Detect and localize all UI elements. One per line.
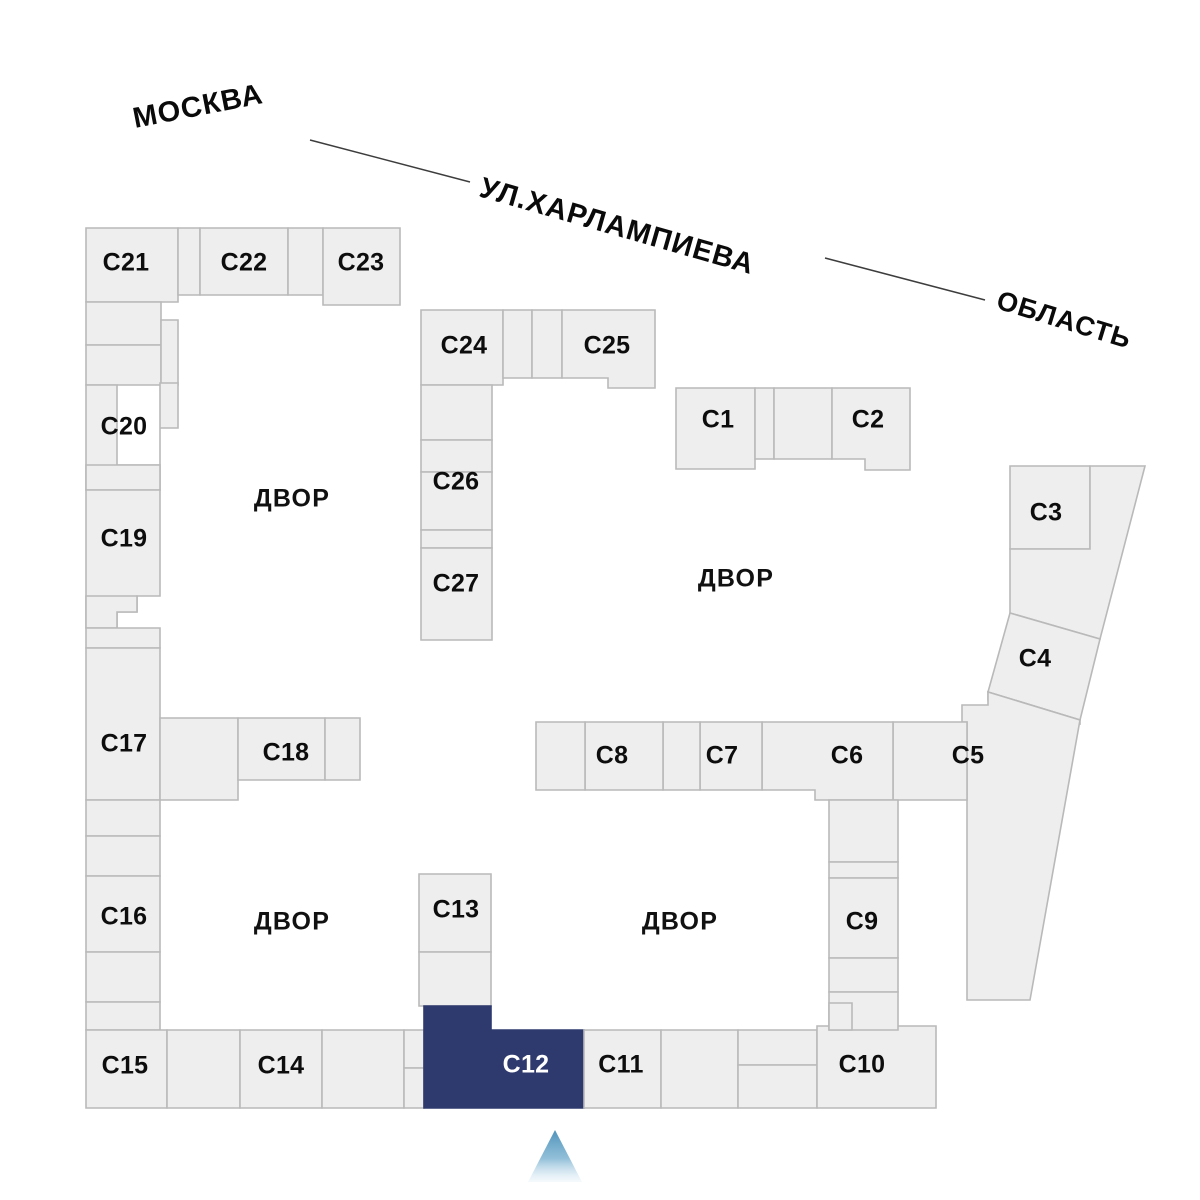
- building-c16-upper2[interactable]: [85, 835, 161, 877]
- building-c1-east[interactable]: [754, 387, 775, 460]
- building-c6[interactable]: [761, 721, 894, 801]
- building-label-c24: С24: [441, 332, 488, 360]
- building-c24-east2[interactable]: [531, 309, 563, 379]
- building-c10-west-top[interactable]: [737, 1029, 818, 1066]
- building-label-c3: С3: [1030, 499, 1063, 527]
- building-c13-lower[interactable]: [418, 951, 492, 1007]
- building-c9-lower[interactable]: [828, 957, 899, 993]
- building-label-c27: С27: [433, 570, 480, 598]
- yard-label-yard-ne: ДВОР: [698, 565, 774, 593]
- building-c21-strip-a[interactable]: [85, 301, 162, 346]
- buildings-group: [85, 227, 1147, 1109]
- building-c14-east[interactable]: [321, 1029, 405, 1109]
- building-label-c6: С6: [831, 742, 864, 770]
- building-c8[interactable]: [535, 721, 586, 791]
- building-c20-strip[interactable]: [85, 464, 161, 491]
- building-c16-lower2[interactable]: [85, 1001, 161, 1031]
- building-c26-lower[interactable]: [420, 529, 493, 549]
- building-c16-lower[interactable]: [85, 951, 161, 1003]
- building-c26-upper[interactable]: [420, 384, 493, 441]
- building-label-c18: С18: [263, 739, 310, 767]
- street-label-oblast: ОБЛАСТЬ: [993, 285, 1135, 354]
- leader-moskva: [309, 139, 471, 183]
- building-c21[interactable]: [85, 227, 179, 303]
- street-label-ul-harlampieva: УЛ.ХАРЛАМПИЕВА: [476, 172, 758, 281]
- building-label-c14: С14: [258, 1052, 305, 1080]
- building-label-c9: С9: [846, 908, 879, 936]
- building-label-c25: С25: [584, 332, 631, 360]
- building-c10-west-bot[interactable]: [737, 1064, 818, 1109]
- leader-lines-group: [309, 139, 986, 301]
- yard-label-yard-se: ДВОР: [642, 908, 718, 936]
- building-c16-upper[interactable]: [85, 799, 161, 837]
- building-label-c2: С2: [852, 406, 885, 434]
- building-c21-jog[interactable]: [160, 319, 179, 386]
- building-label-c26: С26: [433, 468, 480, 496]
- building-c27[interactable]: [420, 547, 493, 641]
- building-c19-step[interactable]: [85, 595, 138, 629]
- building-c25[interactable]: [561, 309, 656, 389]
- building-c7[interactable]: [662, 721, 701, 791]
- building-label-c16: С16: [101, 903, 148, 931]
- yard-labels-group: ДВОР ДВОР ДВОР ДВОР: [254, 485, 774, 936]
- building-label-c17: С17: [101, 730, 148, 758]
- building-label-c23: С23: [338, 249, 385, 277]
- building-label-c21: С21: [103, 249, 150, 277]
- building-c9-top[interactable]: [828, 799, 899, 863]
- building-c22-b[interactable]: [287, 227, 324, 296]
- building-label-c5: С5: [952, 742, 985, 770]
- building-label-c11: С11: [598, 1051, 643, 1079]
- building-label-c7: С7: [706, 742, 739, 770]
- building-label-c15: С15: [102, 1052, 149, 1080]
- building-c17-east[interactable]: [159, 717, 239, 801]
- leader-oblast: [824, 257, 986, 301]
- building-label-c12: С12: [503, 1051, 550, 1079]
- building-label-c20: С20: [101, 413, 148, 441]
- building-label-c10: С10: [839, 1051, 886, 1079]
- building-c23[interactable]: [322, 227, 401, 306]
- building-c22-a[interactable]: [177, 227, 201, 296]
- building-label-c19: С19: [101, 525, 148, 553]
- building-c19-lower[interactable]: [85, 627, 161, 649]
- building-c14-east2-top[interactable]: [403, 1029, 425, 1069]
- building-c17[interactable]: [85, 647, 161, 801]
- yard-label-yard-nw: ДВОР: [254, 485, 330, 513]
- building-c18-east[interactable]: [324, 717, 361, 781]
- building-c2[interactable]: [831, 387, 911, 471]
- building-c24[interactable]: [420, 309, 504, 386]
- location-marker[interactable]: [528, 1130, 582, 1182]
- building-c1-east2[interactable]: [773, 387, 833, 460]
- building-label-c4: С4: [1019, 645, 1052, 673]
- building-c21-strip-b[interactable]: [85, 344, 162, 386]
- building-label-c8: С8: [596, 742, 629, 770]
- building-c9-strip[interactable]: [828, 861, 899, 879]
- yard-label-yard-sw: ДВОР: [254, 908, 330, 936]
- building-label-c13: С13: [433, 896, 480, 924]
- building-c15-east[interactable]: [166, 1029, 241, 1109]
- building-label-c22: С22: [221, 249, 268, 277]
- building-c24-east[interactable]: [502, 309, 533, 379]
- building-c1[interactable]: [675, 387, 756, 470]
- building-c11-east[interactable]: [660, 1029, 739, 1109]
- building-c14-east2-bot[interactable]: [403, 1067, 425, 1109]
- building-c9-notch[interactable]: [828, 1002, 853, 1031]
- building-c5-wedge[interactable]: [961, 690, 1081, 1001]
- building-label-c1: С1: [702, 406, 735, 434]
- location-marker-group: [528, 1130, 582, 1182]
- street-label-moskva: МОСКВА: [130, 78, 265, 135]
